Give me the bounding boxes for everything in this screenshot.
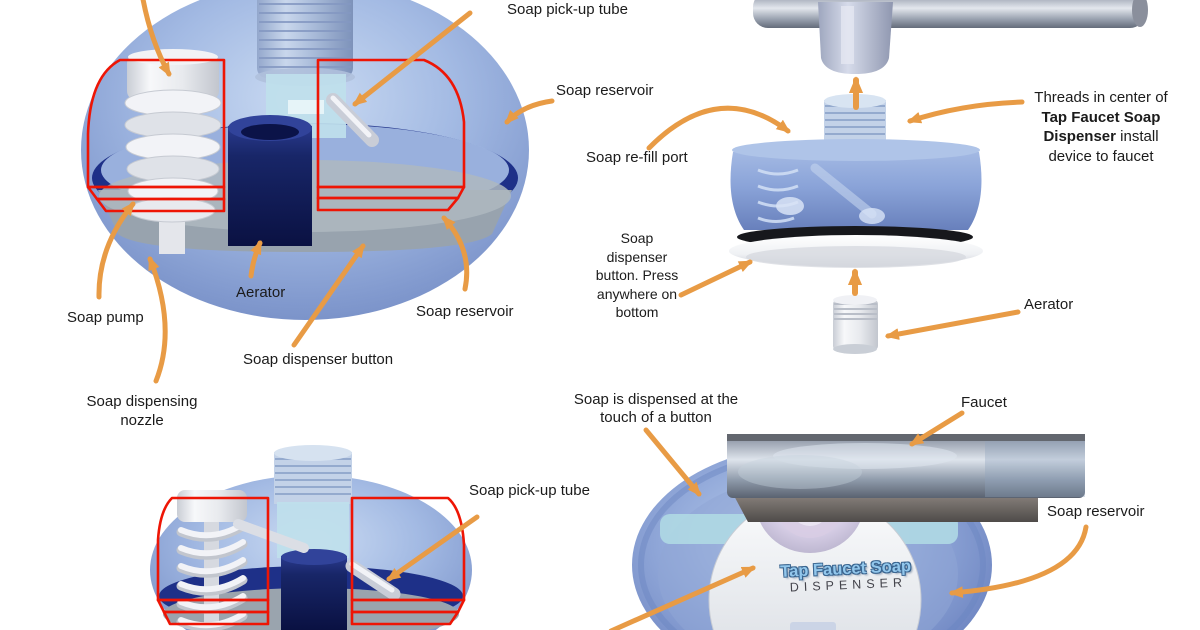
arrow-threads (907, 99, 1025, 124)
aerator-column-top (228, 115, 312, 246)
pickup-tube-top (326, 93, 379, 147)
label-aerator-exploded: Aerator (1024, 296, 1074, 313)
label-refill-port: Soap re-fill port (586, 149, 688, 166)
label-faucet: Faucet (961, 394, 1007, 411)
callout-arrows (96, 0, 1089, 630)
threads-note-text: Threads in center of (1034, 89, 1168, 106)
cutaway-top-figure (81, 0, 529, 320)
aerator-column-bottom (281, 549, 347, 630)
dispenser-exploded (729, 94, 983, 268)
exploded-figure (729, 0, 1148, 354)
label-pickup-tube-bottom: Soap pick-up tube (469, 482, 590, 499)
cutaway-bottom-figure (150, 445, 472, 630)
label-soap-pump: Soap pump (67, 309, 144, 326)
label-reservoir-lower: Soap reservoir (416, 303, 514, 320)
arrow-aerator-exploded (884, 309, 1021, 340)
arrow-brand-label (608, 565, 756, 630)
label-dispensed-note: Soap is dispensed at the touch of a butt… (573, 391, 739, 426)
arrow-dispenser-button (291, 243, 366, 348)
label-dispenser-button: Soap dispenser button (243, 351, 394, 368)
arrow-soap-pump (96, 201, 136, 300)
faucet-installed (727, 434, 1085, 522)
dispenser-bottom-tab (790, 622, 836, 630)
arrow-pickup-tube-top (352, 10, 473, 107)
threads-note-rest: install device to faucet (1048, 128, 1159, 165)
arrow-reservoir-upper (504, 98, 555, 125)
arrow-pump-cap (140, 0, 172, 77)
arrow-refill-port (646, 105, 791, 151)
arrow-reservoir-installed (948, 524, 1089, 599)
label-button-press-note: Soap dispenser button. Press anywhere on… (595, 230, 679, 320)
arrow-faucet (909, 410, 965, 447)
label-reservoir-upper: Soap reservoir (556, 82, 654, 99)
arrow-button-press (678, 259, 753, 298)
arrow-aerator-top (248, 240, 263, 279)
threaded-neck-top (255, 0, 355, 138)
label-reservoir-installed: Soap reservoir (1047, 503, 1145, 520)
arrow-dispensing-nozzle (147, 256, 168, 384)
cut-outline-top (86, 58, 466, 213)
label-pickup-tube-top: Soap pick-up tube (507, 1, 628, 18)
aerator-exploded (833, 295, 878, 354)
faucet-top (753, 0, 1148, 74)
label-threads-note: Threads in center of Tap Faucet Soap Dis… (1022, 88, 1180, 166)
cut-outline-bottom (156, 496, 466, 626)
arrow-pickup-tube-bottom (386, 514, 480, 582)
installed-figure (632, 434, 1085, 630)
threaded-neck-bottom (274, 445, 352, 558)
arrow-dispensed-note (643, 427, 702, 497)
arrow-reservoir-lower (441, 215, 470, 292)
label-dispensing-nozzle: Soap dispensing nozzle (86, 393, 198, 429)
pickup-tube-bottom-shape (345, 559, 401, 601)
label-aerator-top: Aerator (236, 284, 286, 301)
threads-note-bold: Tap Faucet Soap Dispenser (1041, 108, 1161, 146)
